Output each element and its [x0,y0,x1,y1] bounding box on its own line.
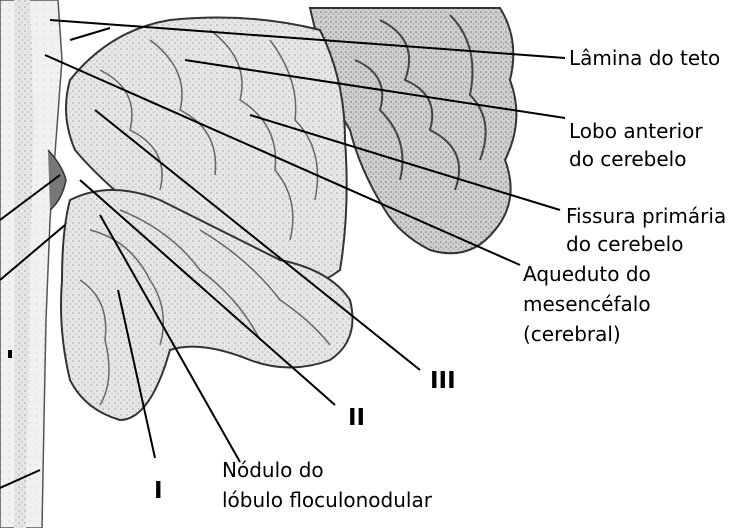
label-lobule-III: III [430,368,456,394]
label-lobo-anterior-line2: do cerebelo [569,147,686,172]
label-lobule-II: II [348,405,365,431]
label-nodulo-line1: Nódulo do [222,458,324,483]
label-aqueduto-line2: mesencéfalo [523,292,651,317]
label-fissura-primaria-line1: Fissura primária [566,204,726,229]
label-fissura-primaria-line2: do cerebelo [566,232,683,257]
label-aqueduto-line3: (cerebral) [523,322,621,347]
label-lobule-I: I [154,478,163,504]
label-aqueduto-line1: Aqueduto do [523,262,651,287]
label-nodulo-line2: lóbulo floculonodular [222,488,432,513]
label-lobo-anterior-line1: Lobo anterior [569,119,703,144]
label-lamina-do-teto: Lâmina do teto [569,46,720,71]
